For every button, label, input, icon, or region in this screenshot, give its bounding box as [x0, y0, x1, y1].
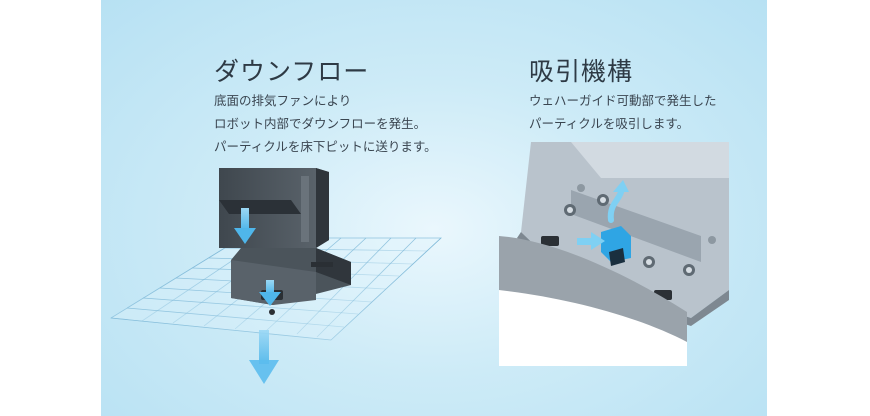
background-panel: ダウンフロー 底面の排気ファンにより ロボット内部でダウンフローを発生。 パーテ…: [101, 0, 767, 416]
downflow-illustration: [109, 142, 729, 384]
suction-title: 吸引機構: [529, 57, 634, 86]
suction-line-2: パーティクルを吸引します。: [529, 116, 690, 131]
suction-illustration: [499, 142, 729, 366]
downflow-arrow-lower: [249, 330, 279, 384]
suction-arrow-horizontal: [577, 232, 605, 250]
downflow-arrow-upper: [234, 208, 256, 244]
downflow-arrow-middle: [259, 280, 281, 306]
suction-line-1: ウェハーガイド可動部で発生した: [529, 93, 717, 108]
downflow-description: 底面の排気ファンにより ロボット内部でダウンフローを発生。 パーティクルを床下ピ…: [214, 89, 437, 158]
downflow-line-2: ロボット内部でダウンフローを発生。: [214, 116, 427, 131]
suction-arrow-up: [607, 189, 624, 223]
downflow-line-3: パーティクルを床下ピットに送ります。: [214, 139, 437, 154]
downflow-title: ダウンフロー: [214, 57, 370, 86]
downflow-line-1: 底面の排気ファンにより: [214, 93, 352, 108]
suction-description: ウェハーガイド可動部で発生した パーティクルを吸引します。: [529, 89, 717, 135]
